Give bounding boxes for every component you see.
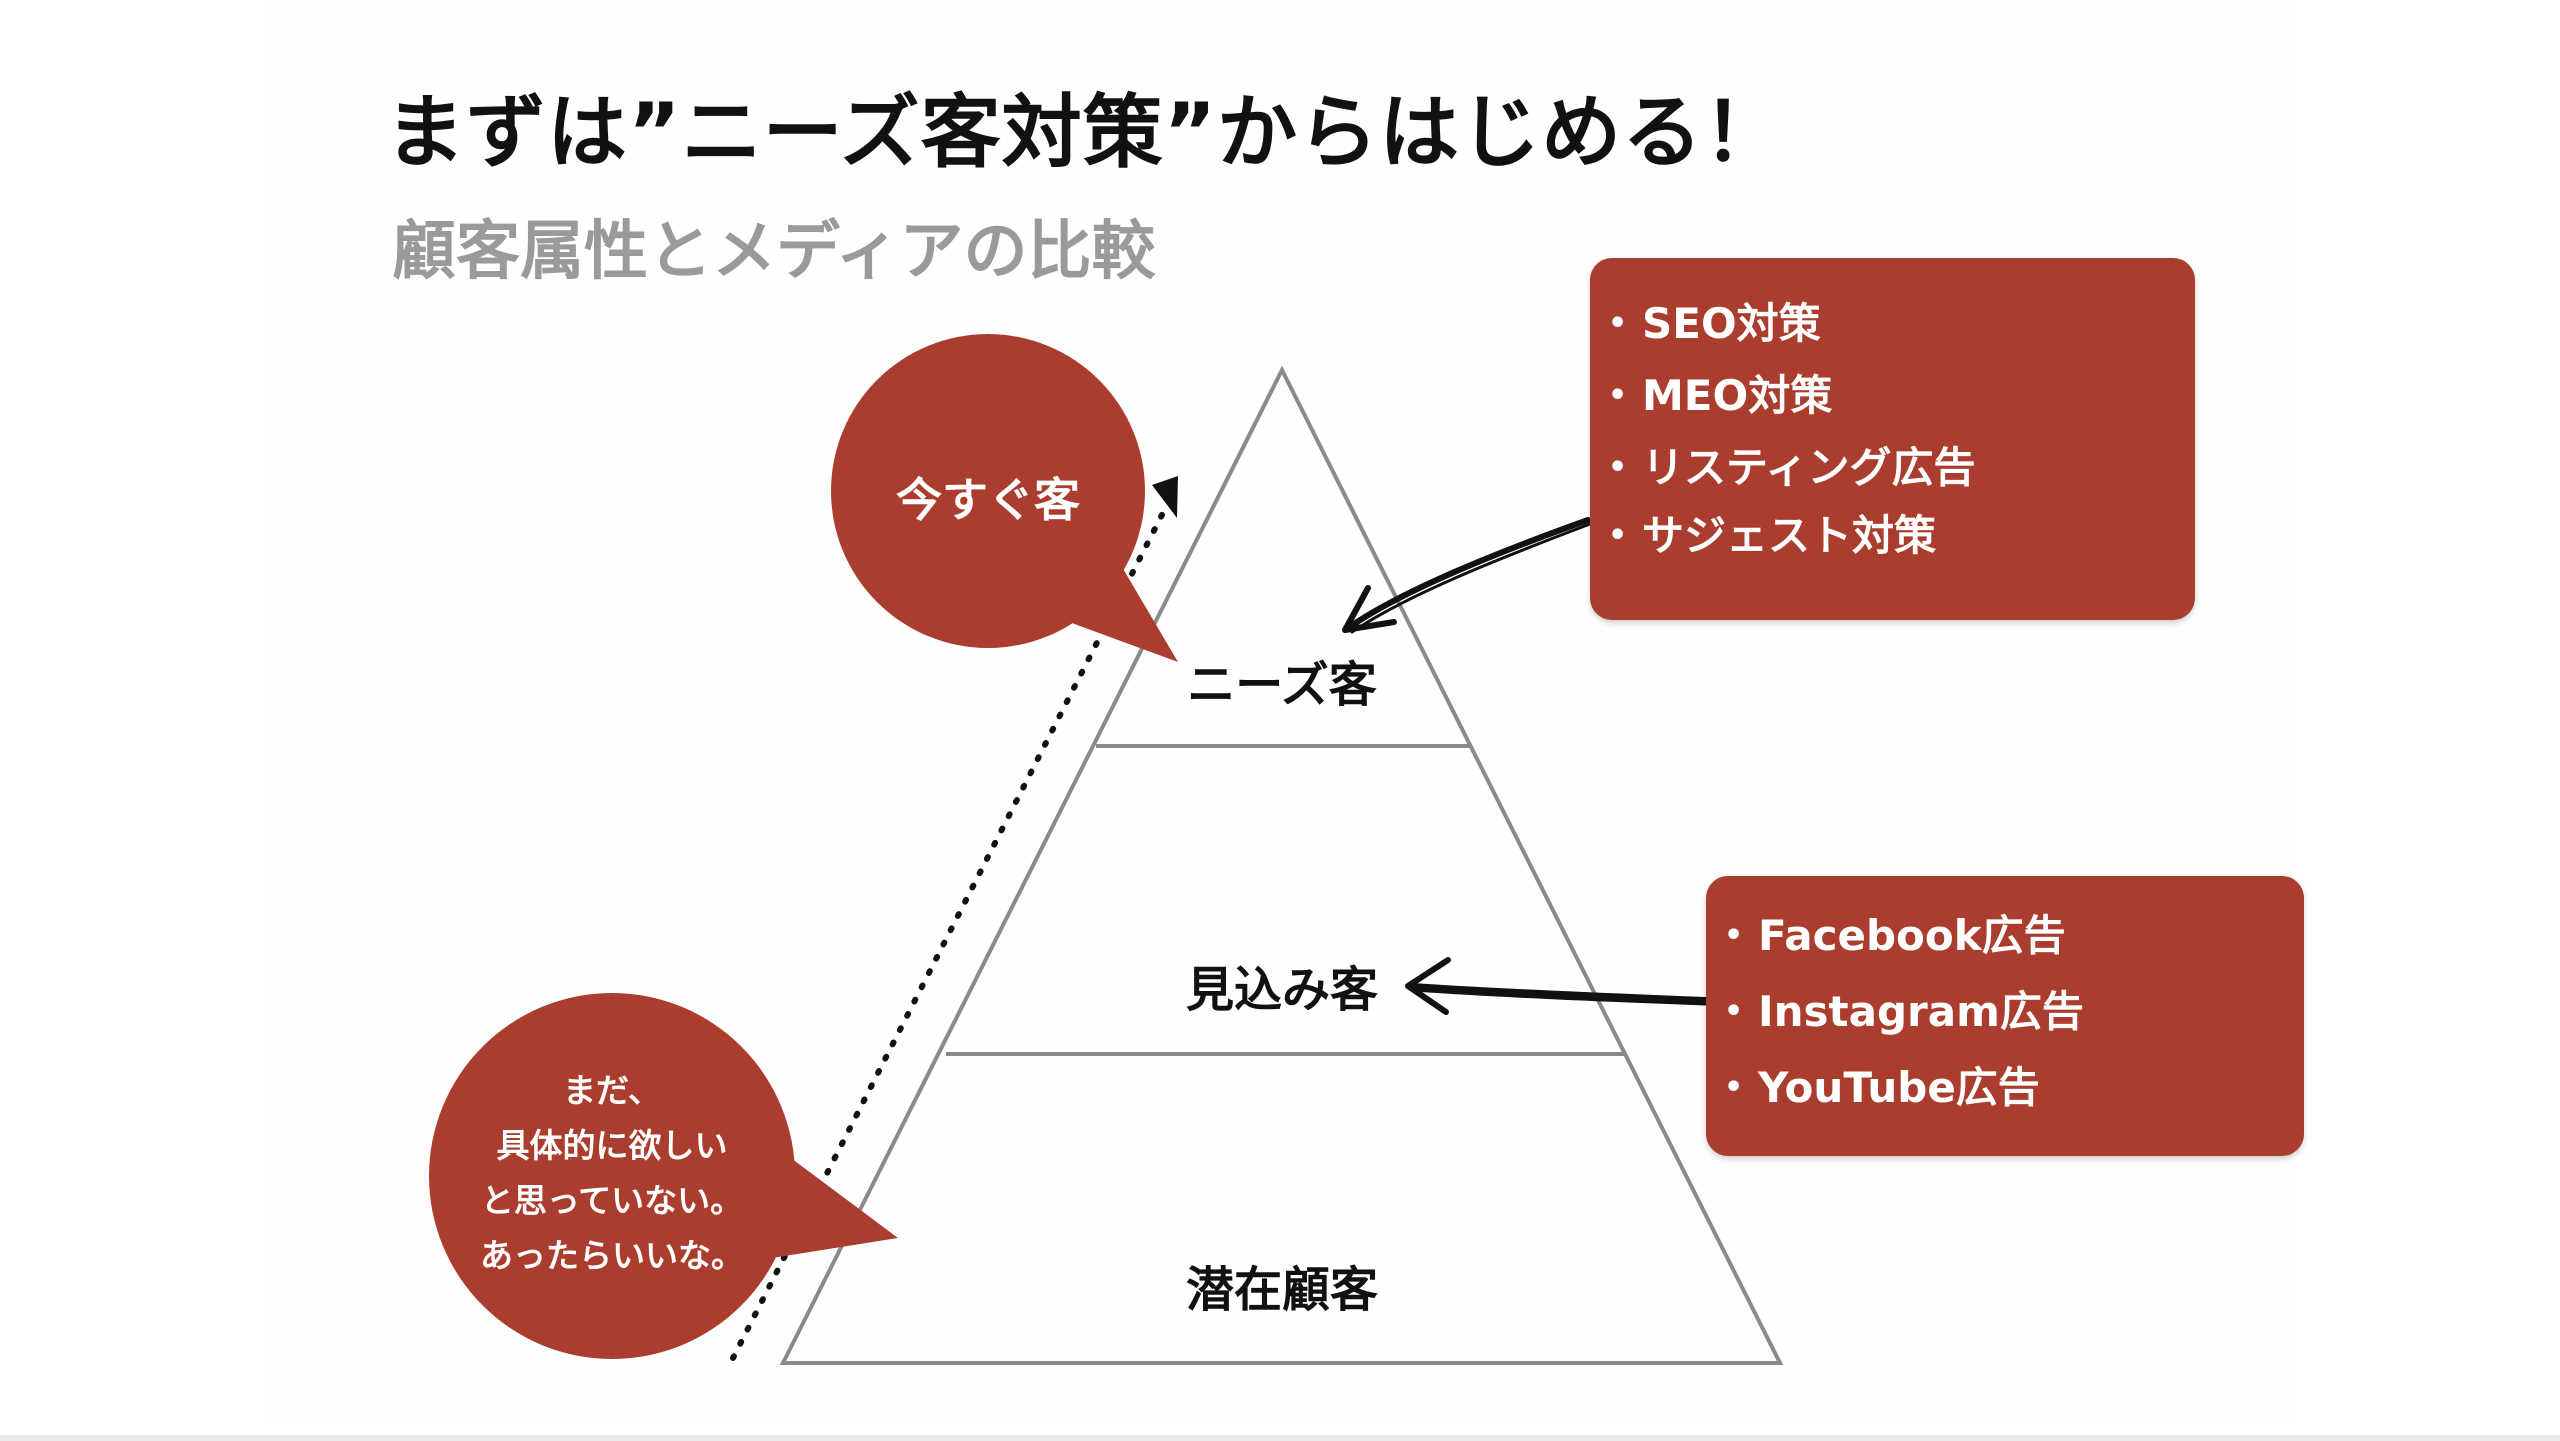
box-prospect-media: Facebook広告 Instagram広告 YouTube広告 (1706, 876, 2304, 1156)
layer-label-latent: 潜在顧客 (1185, 1262, 1378, 1318)
list-item: サジェスト対策 (1590, 506, 2195, 566)
list-item: Facebook広告 (1706, 906, 2304, 966)
bubble-bottom-line: 具体的に欲しい (496, 1126, 728, 1165)
list-item: SEO対策 (1590, 294, 2195, 354)
prospect-media-list: Facebook広告 Instagram広告 YouTube広告 (1706, 906, 2304, 1118)
layer-label-needs: ニーズ客 (1187, 657, 1377, 713)
bubble-top-text: 今すぐ客 (896, 473, 1080, 527)
list-item: リスティング広告 (1590, 438, 2195, 498)
bubble-bottom-line: と思っていない。 (480, 1181, 744, 1220)
bottom-divider (0, 1435, 2560, 1441)
list-item: YouTube広告 (1706, 1058, 2304, 1118)
slide-subtitle: 顧客属性とメディアの比較 (392, 215, 1156, 289)
bubble-bottom-text: まだ、 具体的に欲しい と思っていない。 あったらいいな。 (452, 1063, 772, 1283)
box-needs-media: SEO対策 MEO対策 リスティング広告 サジェスト対策 (1590, 258, 2195, 620)
bubble-bottom-line: あったらいいな。 (480, 1236, 744, 1275)
slide-title: まずは”ニーズ客対策”からはじめる！ (385, 86, 1785, 179)
bubble-top (831, 334, 1178, 662)
bubble-bottom (429, 993, 898, 1359)
pyramid-outline (779, 365, 1784, 1365)
hand-drawn-arrow-left-icon (1405, 957, 1709, 1015)
bubble-bottom-line: まだ、 (562, 1071, 661, 1110)
hand-drawn-arrow-left-icon (1342, 517, 1592, 634)
list-item: MEO対策 (1590, 366, 2195, 426)
pyramid (779, 365, 1784, 1365)
layer-label-prospects: 見込み客 (1185, 962, 1378, 1018)
needs-media-list: SEO対策 MEO対策 リスティング広告 サジェスト対策 (1590, 294, 2195, 566)
list-item: Instagram広告 (1706, 982, 2304, 1042)
